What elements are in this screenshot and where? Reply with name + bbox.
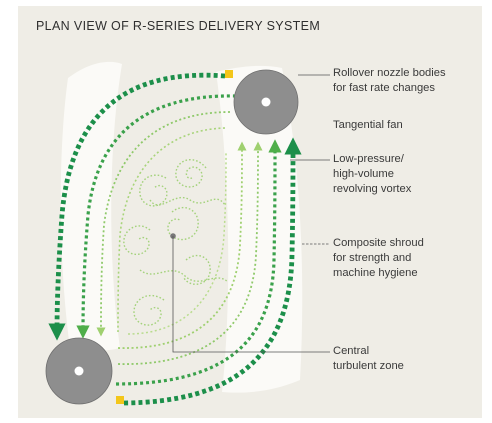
callout-vortex-line-2: high-volume xyxy=(333,168,394,180)
callout-fan-line-1: Tangential fan xyxy=(333,119,403,131)
vortex-spiral-top xyxy=(175,159,207,188)
callout-revolving-vortex: Low-pressure/ high-volume revolving vort… xyxy=(333,152,411,197)
diagram-title: PLAN VIEW OF R-SERIES DELIVERY SYSTEM xyxy=(36,19,321,33)
callout-nozzle-line-2: for fast rate changes xyxy=(333,82,435,94)
callout-turbulent-line-2: turbulent zone xyxy=(333,360,404,372)
fan-top-hub xyxy=(261,97,271,107)
flow-path-left-inner-1 xyxy=(96,111,231,337)
callout-shroud-line-2: for strength and xyxy=(333,252,412,264)
shroud-left-band xyxy=(60,61,122,352)
callout-vortex-line-1: Low-pressure/ xyxy=(333,153,404,165)
leader-line-turbulent xyxy=(172,236,330,353)
vortex-spiral-bottom xyxy=(133,294,165,326)
callout-rollover-nozzle-bodies: Rollover nozzle bodies for fast rate cha… xyxy=(333,66,446,96)
vortex-spirals xyxy=(123,159,229,326)
flow-path-right-inner-3 xyxy=(127,151,227,335)
callout-vortex-line-3: revolving vortex xyxy=(333,183,412,195)
callout-shroud-line-3: machine hygiene xyxy=(333,267,418,279)
vortex-spiral-left xyxy=(139,174,168,207)
nozzle-top-icon xyxy=(225,70,233,78)
nozzle-bottom-icon xyxy=(116,396,124,404)
callout-shroud-line-1: Composite shroud xyxy=(333,237,424,249)
tangential-fan-top xyxy=(233,69,299,135)
flow-path-outer-top xyxy=(48,72,226,341)
fan-bottom-hub xyxy=(74,366,84,376)
vortex-link-upper xyxy=(149,196,226,206)
tangential-fan-bottom xyxy=(45,337,113,405)
callout-composite-shroud: Composite shroud for strength and machin… xyxy=(333,236,424,281)
flow-path-second-bottom xyxy=(115,139,282,386)
vortex-spiral-right xyxy=(183,254,211,285)
flow-path-right-inner-2 xyxy=(117,141,247,349)
callout-tangential-fan: Tangential fan xyxy=(333,118,403,133)
vortex-link-lower xyxy=(139,269,229,283)
callout-turbulent-line-1: Central xyxy=(333,345,370,357)
flow-path-second-top xyxy=(76,94,237,339)
callout-central-turbulent-zone: Central turbulent zone xyxy=(333,344,404,374)
flow-path-left-inner-2 xyxy=(117,127,226,333)
flow-path-outer-bottom xyxy=(123,137,302,406)
leader-lines xyxy=(172,74,330,353)
vortex-spiral-centre-left xyxy=(123,225,151,255)
callout-nozzle-line-1: Rollover nozzle bodies xyxy=(333,67,446,79)
vortex-spiral-centre xyxy=(167,207,199,241)
